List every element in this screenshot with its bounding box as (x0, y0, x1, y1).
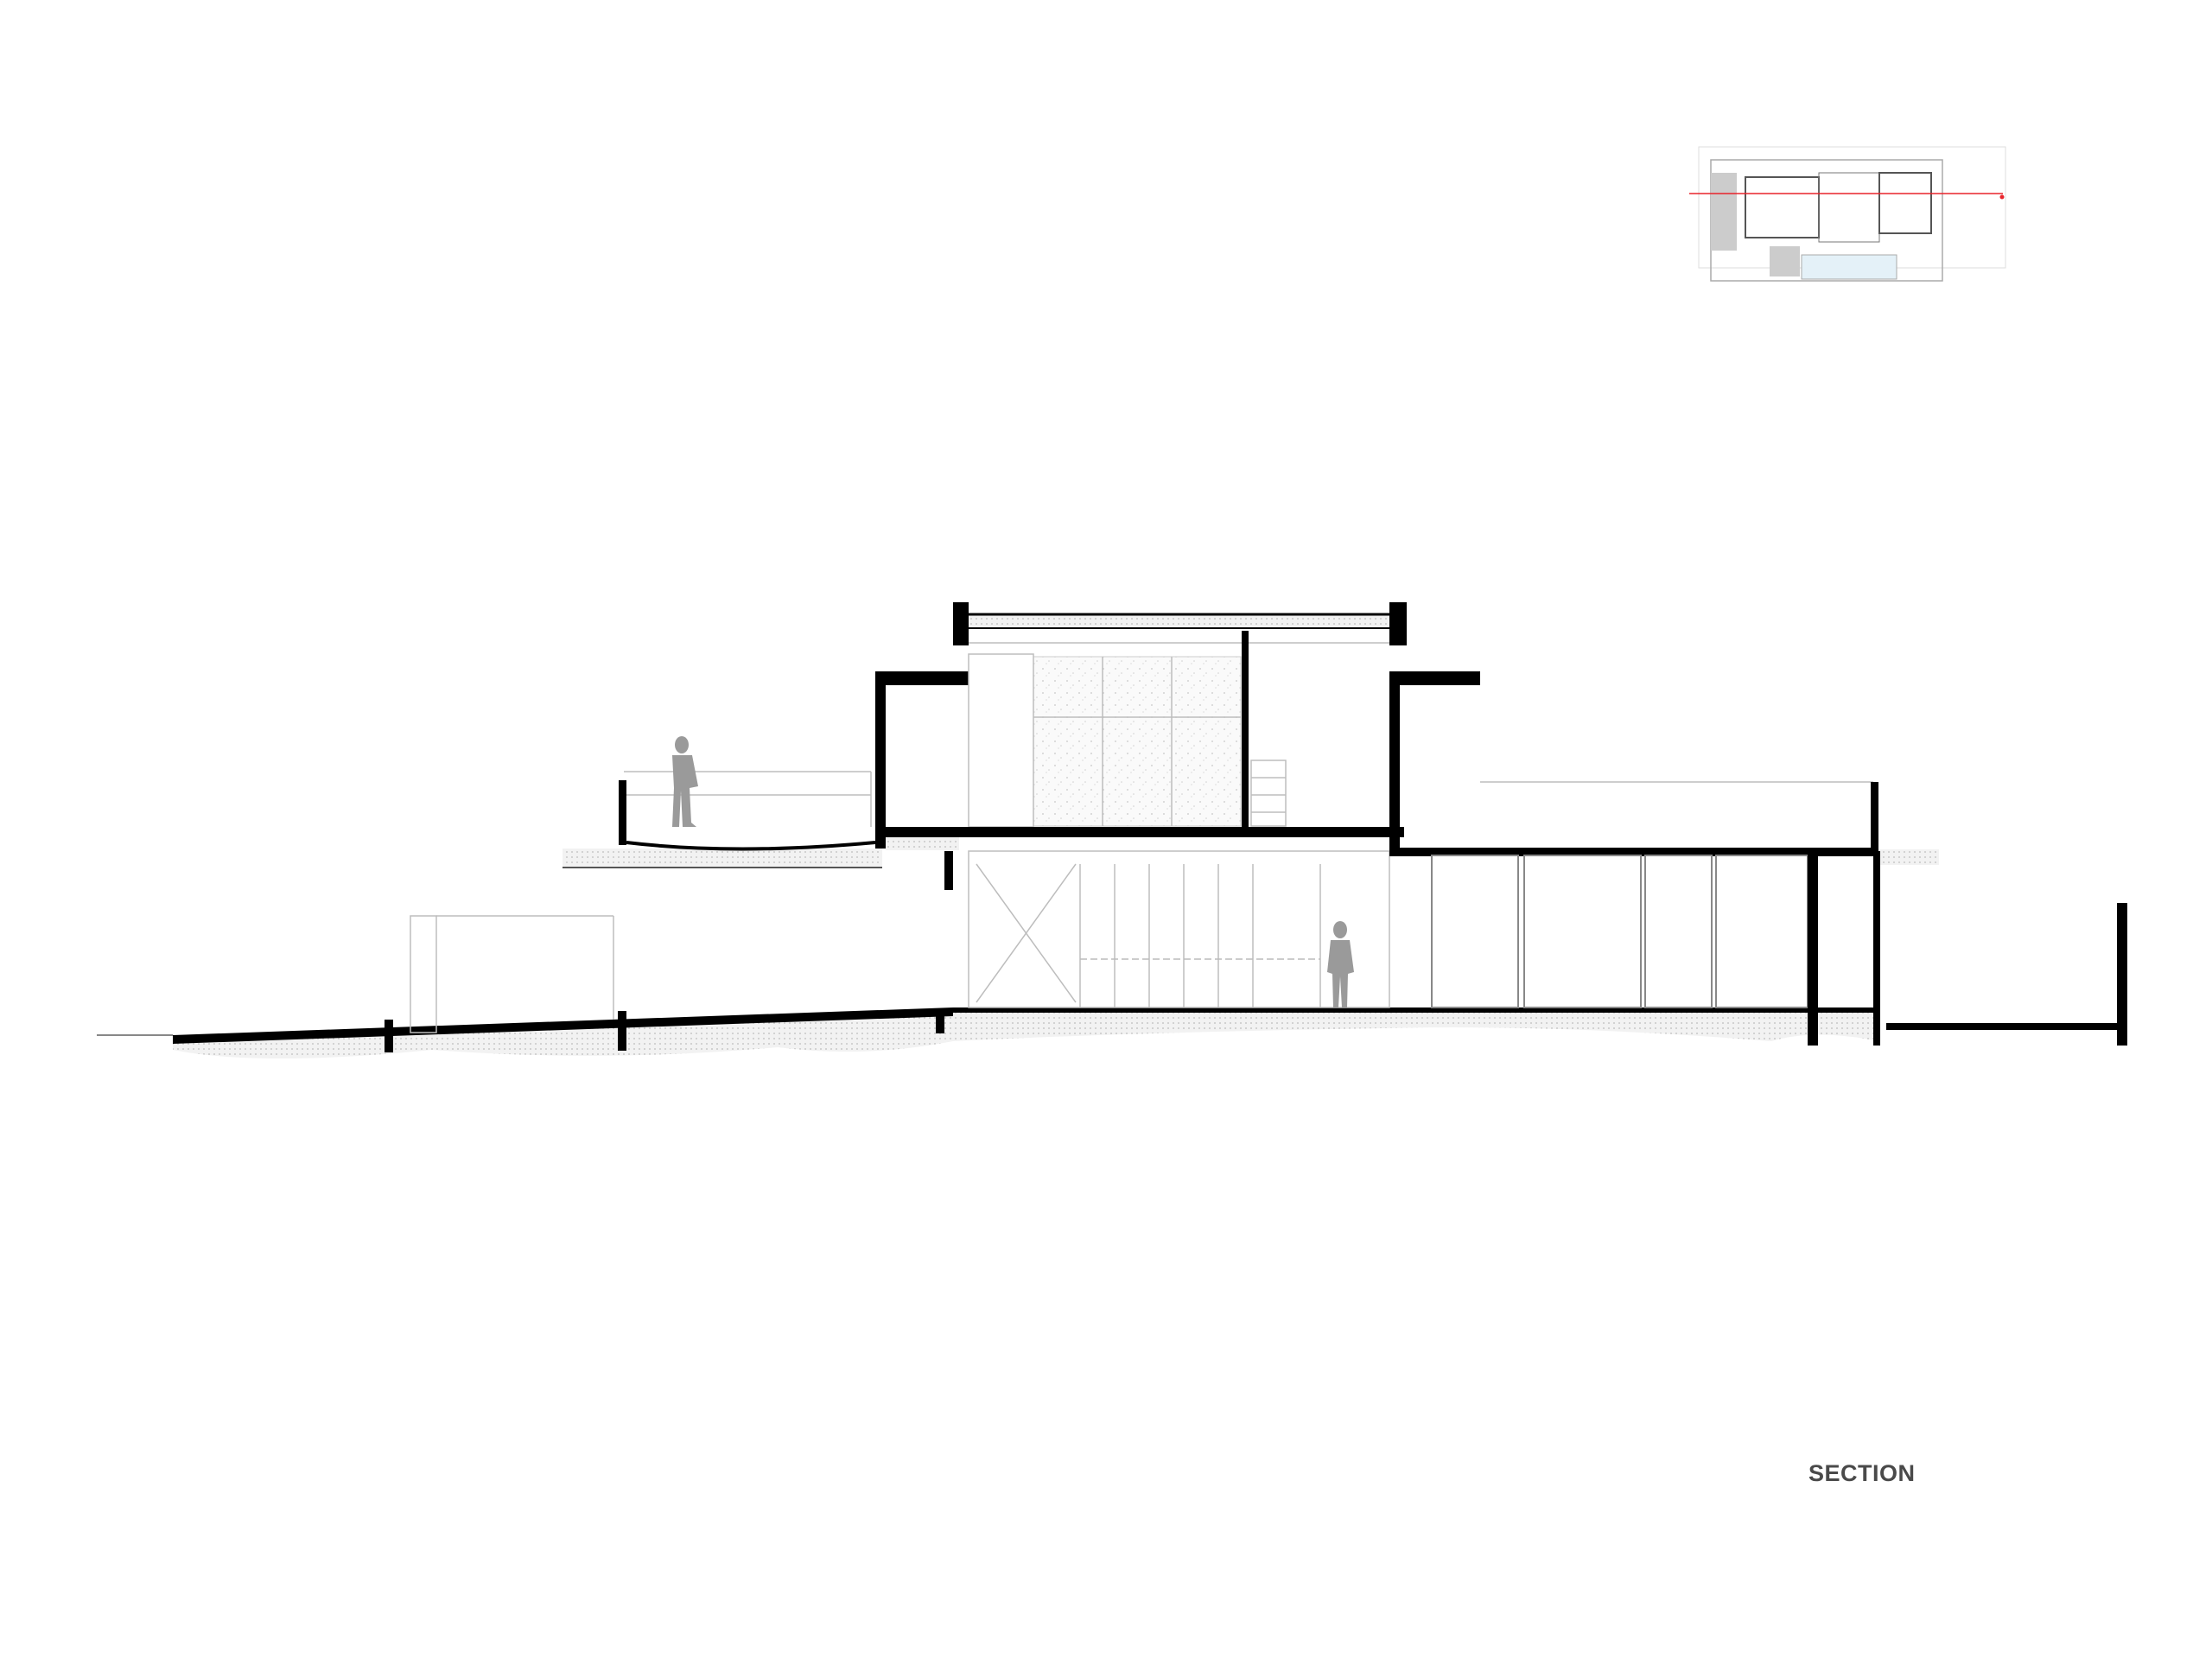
right-ground (1480, 781, 2127, 1046)
terrace (563, 771, 953, 890)
person-figure-lower (1327, 921, 1354, 1007)
left-ground (97, 915, 953, 1052)
drawing-title: SECTION (1808, 1460, 1916, 1486)
upper-floor (875, 631, 1480, 850)
key-plan (1689, 146, 2006, 282)
ground-fill (173, 1009, 1878, 1058)
person-figure-terrace (672, 736, 698, 827)
lower-floor (953, 848, 1939, 1046)
upper-roof (953, 602, 1407, 645)
